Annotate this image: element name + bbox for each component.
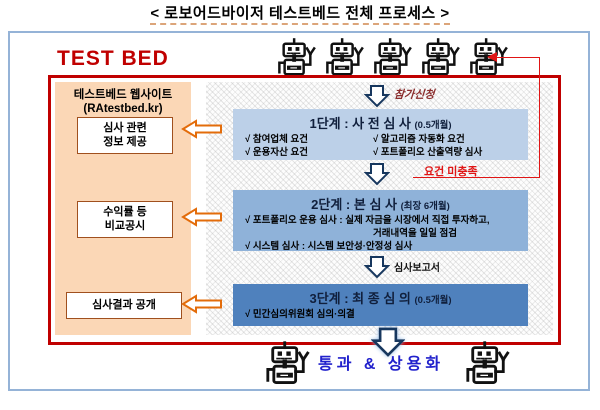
stage1-item: √ 참여업체 요건 (245, 134, 308, 145)
robot-icon (325, 38, 365, 77)
stage1-title: 1단계 : 사 전 심 사 (0.5개월) (309, 116, 452, 131)
down-arrow-icon (365, 85, 389, 107)
website-function-info: 심사 관련 정보 제공 (77, 117, 173, 154)
stage3-item: √ 민간심의위원회 심의·의결 (245, 309, 355, 320)
stage3-title: 3단계 : 최 종 심 의 (0.5개월) (309, 291, 452, 306)
stage1-item: √ 알고리즘 자동화 요건 (373, 134, 465, 145)
robot-icon (277, 38, 317, 77)
robot-icon (421, 38, 461, 77)
stage2-box: 2단계 : 본 심 사 (최장 6개월) √ 포트폴리오 운용 심사 : 실제 … (233, 190, 528, 252)
left-arrow-icon (182, 295, 222, 313)
apply-label: 참가신청 (393, 89, 435, 101)
robot-icon (373, 38, 413, 77)
test-bed-label: TEST BED (57, 47, 169, 70)
stage1-item: √ 포트폴리오 산출역량 심사 (373, 146, 483, 158)
stage1-items: √ 참여업체 요건 √ 운용자산 요건 √ 알고리즘 자동화 요건 √ 포트폴리… (233, 132, 528, 160)
result-label: 통과 & 상용화 (318, 356, 445, 373)
stage2-item: 거래내역을 일일 점검 (373, 227, 457, 239)
stage1-item: √ 운용자산 요건 (245, 146, 308, 158)
stage1-box: 1단계 : 사 전 심 사 (0.5개월) √ 참여업체 요건 √ 운용자산 요… (233, 109, 528, 160)
robot-icon (464, 341, 512, 387)
left-arrow-icon (182, 208, 222, 226)
page-title: < 로보어드바이저 테스트베드 전체 프로세스 > (0, 2, 600, 25)
feedback-line (413, 177, 540, 178)
applicant-robots-row (276, 38, 510, 78)
feedback-arrowhead-icon (487, 52, 497, 62)
stage2-item: √ 시스템 심사 : 시스템 보안성·안정성 심사 (245, 240, 413, 252)
website-panel-title: 테스트베드 웹사이트 (RAtestbed.kr) (73, 89, 173, 116)
report-label: 심사보고서 (394, 263, 440, 274)
feedback-line (539, 57, 540, 177)
stage2-title: 2단계 : 본 심 사 (최장 6개월) (311, 197, 450, 212)
stage3-box: 3단계 : 최 종 심 의 (0.5개월) √ 민간심의위원회 심의·의결 (233, 284, 528, 326)
website-function-disclosure: 수익률 등 비교공시 (77, 201, 173, 238)
test-bed-box (48, 75, 561, 345)
stage2-item: √ 포트폴리오 운용 심사 : 실제 자금을 시장에서 직접 투자하고, (245, 215, 490, 226)
fail-label: 요건 미충족 (424, 166, 478, 178)
down-arrow-icon (365, 256, 389, 278)
left-arrow-icon (182, 120, 222, 138)
down-arrow-icon (365, 163, 389, 185)
website-function-results: 심사결과 공개 (66, 292, 182, 319)
robot-icon (264, 341, 312, 387)
feedback-line (496, 57, 539, 58)
